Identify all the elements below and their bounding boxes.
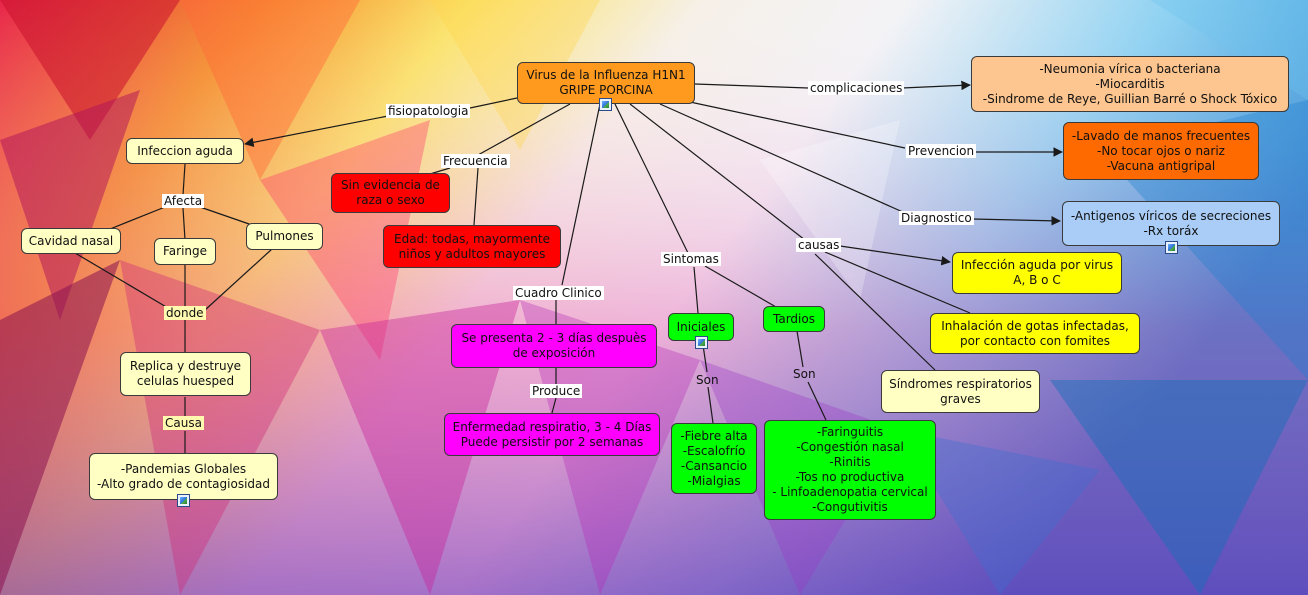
link-label-sintomas: Sintomas [661,252,721,266]
iniciales-list-node[interactable]: -Fiebre alta -Escalofrío -Cansancio -Mia… [671,423,757,494]
image-attachment-icon[interactable] [695,336,708,349]
link-label-donde: donde [164,306,206,320]
edge-frecuencia-edad [473,167,479,226]
edge-sintomas-tardios [704,265,777,308]
link-label-complicaciones: complicaciones [808,81,905,95]
edge-diagnostico-box [971,216,1061,226]
link-label-produce: Produce [530,384,583,398]
pulmones-node[interactable]: Pulmones [246,223,323,250]
link-label-causa: Causa [163,416,204,430]
edge-son-iniciales-list [707,386,714,424]
edge-root-sintomas [614,103,689,254]
edad-node[interactable]: Edad: todas, mayormente niños y adultos … [383,225,561,268]
edge-root-diagnostico [659,103,906,214]
edge-pulmones-donde [204,248,273,311]
edge-iniciales-son [702,344,708,373]
enfermedad-node[interactable]: Enfermedad respiratio, 3 - 4 Días Puede … [444,413,660,456]
link-label-son-iniciales: Son [696,373,719,387]
link-label-afecta: Afecta [162,194,205,208]
tardios-node[interactable]: Tardios [763,306,825,332]
edge-fisiopatologia-infeccion [244,115,389,148]
tardios-list-node[interactable]: -Faringuitis -Congestión nasal -Rinitis … [764,420,936,520]
edge-sintomas-iniciales [693,266,699,314]
causa-sindromes-node[interactable]: Síndromes respiratorios graves [881,370,1040,413]
causa-gotas-node[interactable]: Inhalación de gotas infectadas, por cont… [930,313,1140,354]
edge-cavidad-donde [74,252,169,309]
edge-root-cuadro [561,103,601,286]
link-label-son-tardios: Son [793,367,816,381]
edge-causas-sindromes [814,253,936,371]
image-attachment-icon[interactable] [1165,241,1178,254]
edge-root-fisiopatologia [469,97,518,109]
edge-root-causas [629,103,806,241]
edge-son-tardios-list [807,381,827,421]
replica-node[interactable]: Replica y destruye celulas huesped [120,352,251,396]
edge-infeccion-afecta [182,163,186,196]
cavidad-nasal-node[interactable]: Cavidad nasal [21,228,121,254]
link-label-causas: causas [796,238,842,252]
edge-root-prevencion [689,101,906,149]
image-attachment-icon[interactable] [599,98,612,111]
edge-root-frecuencia [477,103,571,156]
root-concept-h1n1[interactable]: Virus de la Influenza H1N1 GRIPE PORCINA [517,62,695,104]
edge-complicaciones-box [901,80,971,91]
image-attachment-icon[interactable] [177,494,190,507]
link-label-diagnostico: Diagnostico [899,211,974,225]
edge-causas-gotas [824,251,971,314]
edge-causas-virus [839,245,951,266]
edge-afecta-pulmones [199,206,253,226]
infeccion-aguda-node[interactable]: Infeccion aguda [126,138,244,164]
link-label-fisiopatologia: fisiopatologia [386,104,471,118]
edge-tardios-son [796,330,804,368]
edge-produce-enfermedad [551,397,557,414]
edge-root-complicaciones [694,83,809,89]
edge-afecta-cavidad [109,206,166,230]
link-label-prevencion: Prevencion [906,144,977,158]
complicaciones-box[interactable]: -Neumonia vírica o bacteriana -Miocardit… [971,56,1289,112]
causa-virus-node[interactable]: Infección aguda por virus A, B o C [952,252,1122,294]
se-presenta-node[interactable]: Se presenta 2 - 3 días despuès de exposi… [451,324,657,368]
link-label-frecuencia: Frecuencia [441,154,510,168]
diagnostico-box[interactable]: -Antigenos víricos de secreciones -Rx to… [1062,201,1280,246]
pandemias-node[interactable]: -Pandemias Globales -Alto grado de conta… [89,453,278,500]
edge-afecta-faringe [182,207,186,241]
prevencion-box[interactable]: -Lavado de manos frecuentes -No tocar oj… [1063,122,1259,180]
iniciales-node[interactable]: Iniciales [668,313,734,341]
link-label-cuadro-clinico: Cuadro Clinico [513,286,604,300]
sin-evidencia-node[interactable]: Sin evidencia de raza o sexo [331,173,450,213]
faringe-node[interactable]: Faringe [154,238,216,265]
